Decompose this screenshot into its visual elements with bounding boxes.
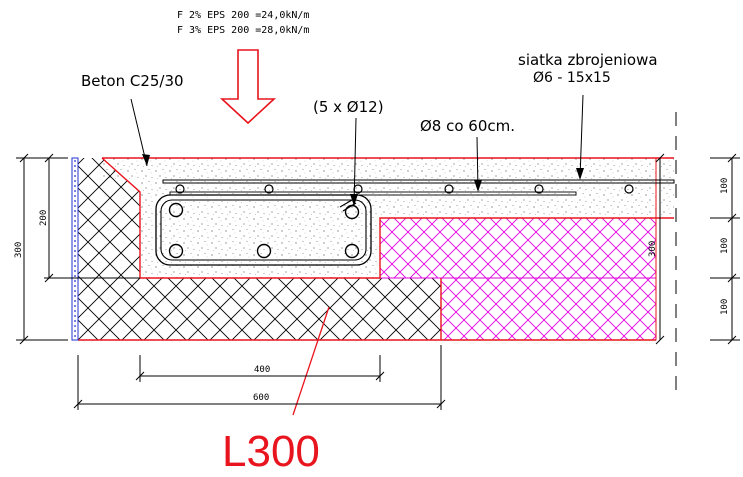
- section-outline: [78, 157, 674, 341]
- leader-mesh: [579, 94, 584, 179]
- leader-beam-id: [292, 306, 330, 416]
- load-line-2: F 3% EPS 200 =28,0kN/m: [177, 25, 309, 36]
- leader-main-bars-arrow: [350, 194, 358, 206]
- main-bar: [344, 204, 360, 220]
- dim-right-total-label: 300: [648, 241, 658, 257]
- label-mesh-title: siatka zbrojeniowa: [518, 51, 658, 69]
- slab-bar: [444, 184, 454, 194]
- dim-left-inner: [44, 153, 140, 283]
- leader-concrete-arrow: [142, 154, 150, 166]
- main-bar: [168, 202, 184, 218]
- main-bar: [168, 243, 184, 259]
- dim-bottom-400: [135, 355, 385, 382]
- distribution-bar: [169, 191, 577, 196]
- label-concrete: Beton C25/30: [81, 72, 184, 90]
- stirrup-outer: [155, 194, 372, 266]
- dim-left-inner-label: 200: [39, 210, 49, 226]
- stirrup-inner: [160, 199, 367, 261]
- dim-left-total-label: 300: [14, 242, 24, 258]
- dim-left-total: [16, 153, 68, 345]
- leader-main-bars: [353, 117, 357, 207]
- load-arrow: [219, 49, 277, 125]
- beam-id-label: L300: [222, 427, 320, 476]
- dim-bottom-600: [73, 345, 446, 410]
- slab-bar: [175, 184, 185, 194]
- concrete-over-eps: [380, 180, 674, 217]
- label-mesh-spec: Ø6 - 15x15: [533, 70, 611, 86]
- slab-bar: [624, 184, 634, 194]
- dim-bottom-400-label: 400: [254, 365, 270, 375]
- load-line-1: F 2% EPS 200 =24,0kN/m: [177, 10, 309, 21]
- slab-bar: [264, 184, 274, 194]
- main-bar: [256, 243, 272, 259]
- mesh-bar: [162, 179, 675, 184]
- dim-right-seg2-label: 100: [720, 238, 730, 254]
- dim-right-seg3-label: 100: [720, 299, 730, 315]
- label-dist-bars: Ø8 co 60cm.: [420, 117, 515, 135]
- main-bar: [344, 243, 360, 259]
- slab-bar: [534, 184, 544, 194]
- eps-block-lower: [440, 277, 657, 341]
- leader-mesh-arrow: [576, 168, 584, 180]
- label-main-bars: (5 x Ø12): [313, 98, 384, 116]
- dim-right-segments: [710, 153, 740, 345]
- concrete-slab: [102, 158, 674, 180]
- dim-bottom-600-label: 600: [253, 393, 269, 403]
- insulation-hatch-black: [78, 158, 441, 340]
- leader-dist-bars-arrow: [474, 180, 482, 192]
- dim-right-seg1-label: 100: [720, 178, 730, 194]
- dim-right-total: [655, 153, 665, 345]
- eps-block-upper: [379, 217, 657, 279]
- membrane-strip: [71, 157, 79, 341]
- concrete-core: [140, 180, 380, 278]
